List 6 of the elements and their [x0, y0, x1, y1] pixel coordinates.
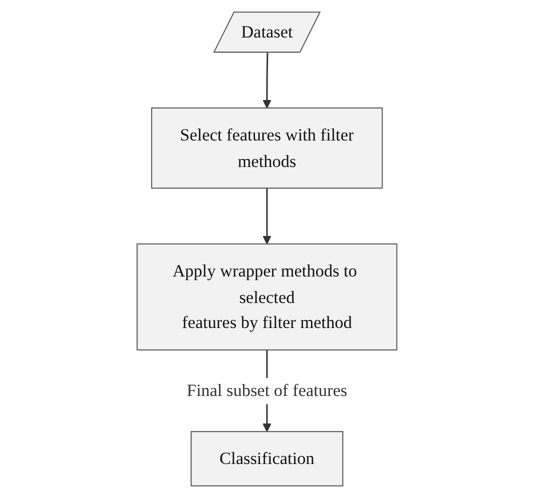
edge-label: Final subset of features [186, 380, 347, 400]
node-box: Select features with filter methods [150, 107, 382, 189]
node-box: Classification [190, 431, 343, 486]
arrow [262, 188, 271, 244]
node-box: Apply wrapper methods to selected features by filter method [136, 243, 397, 350]
arrow [262, 52, 271, 108]
